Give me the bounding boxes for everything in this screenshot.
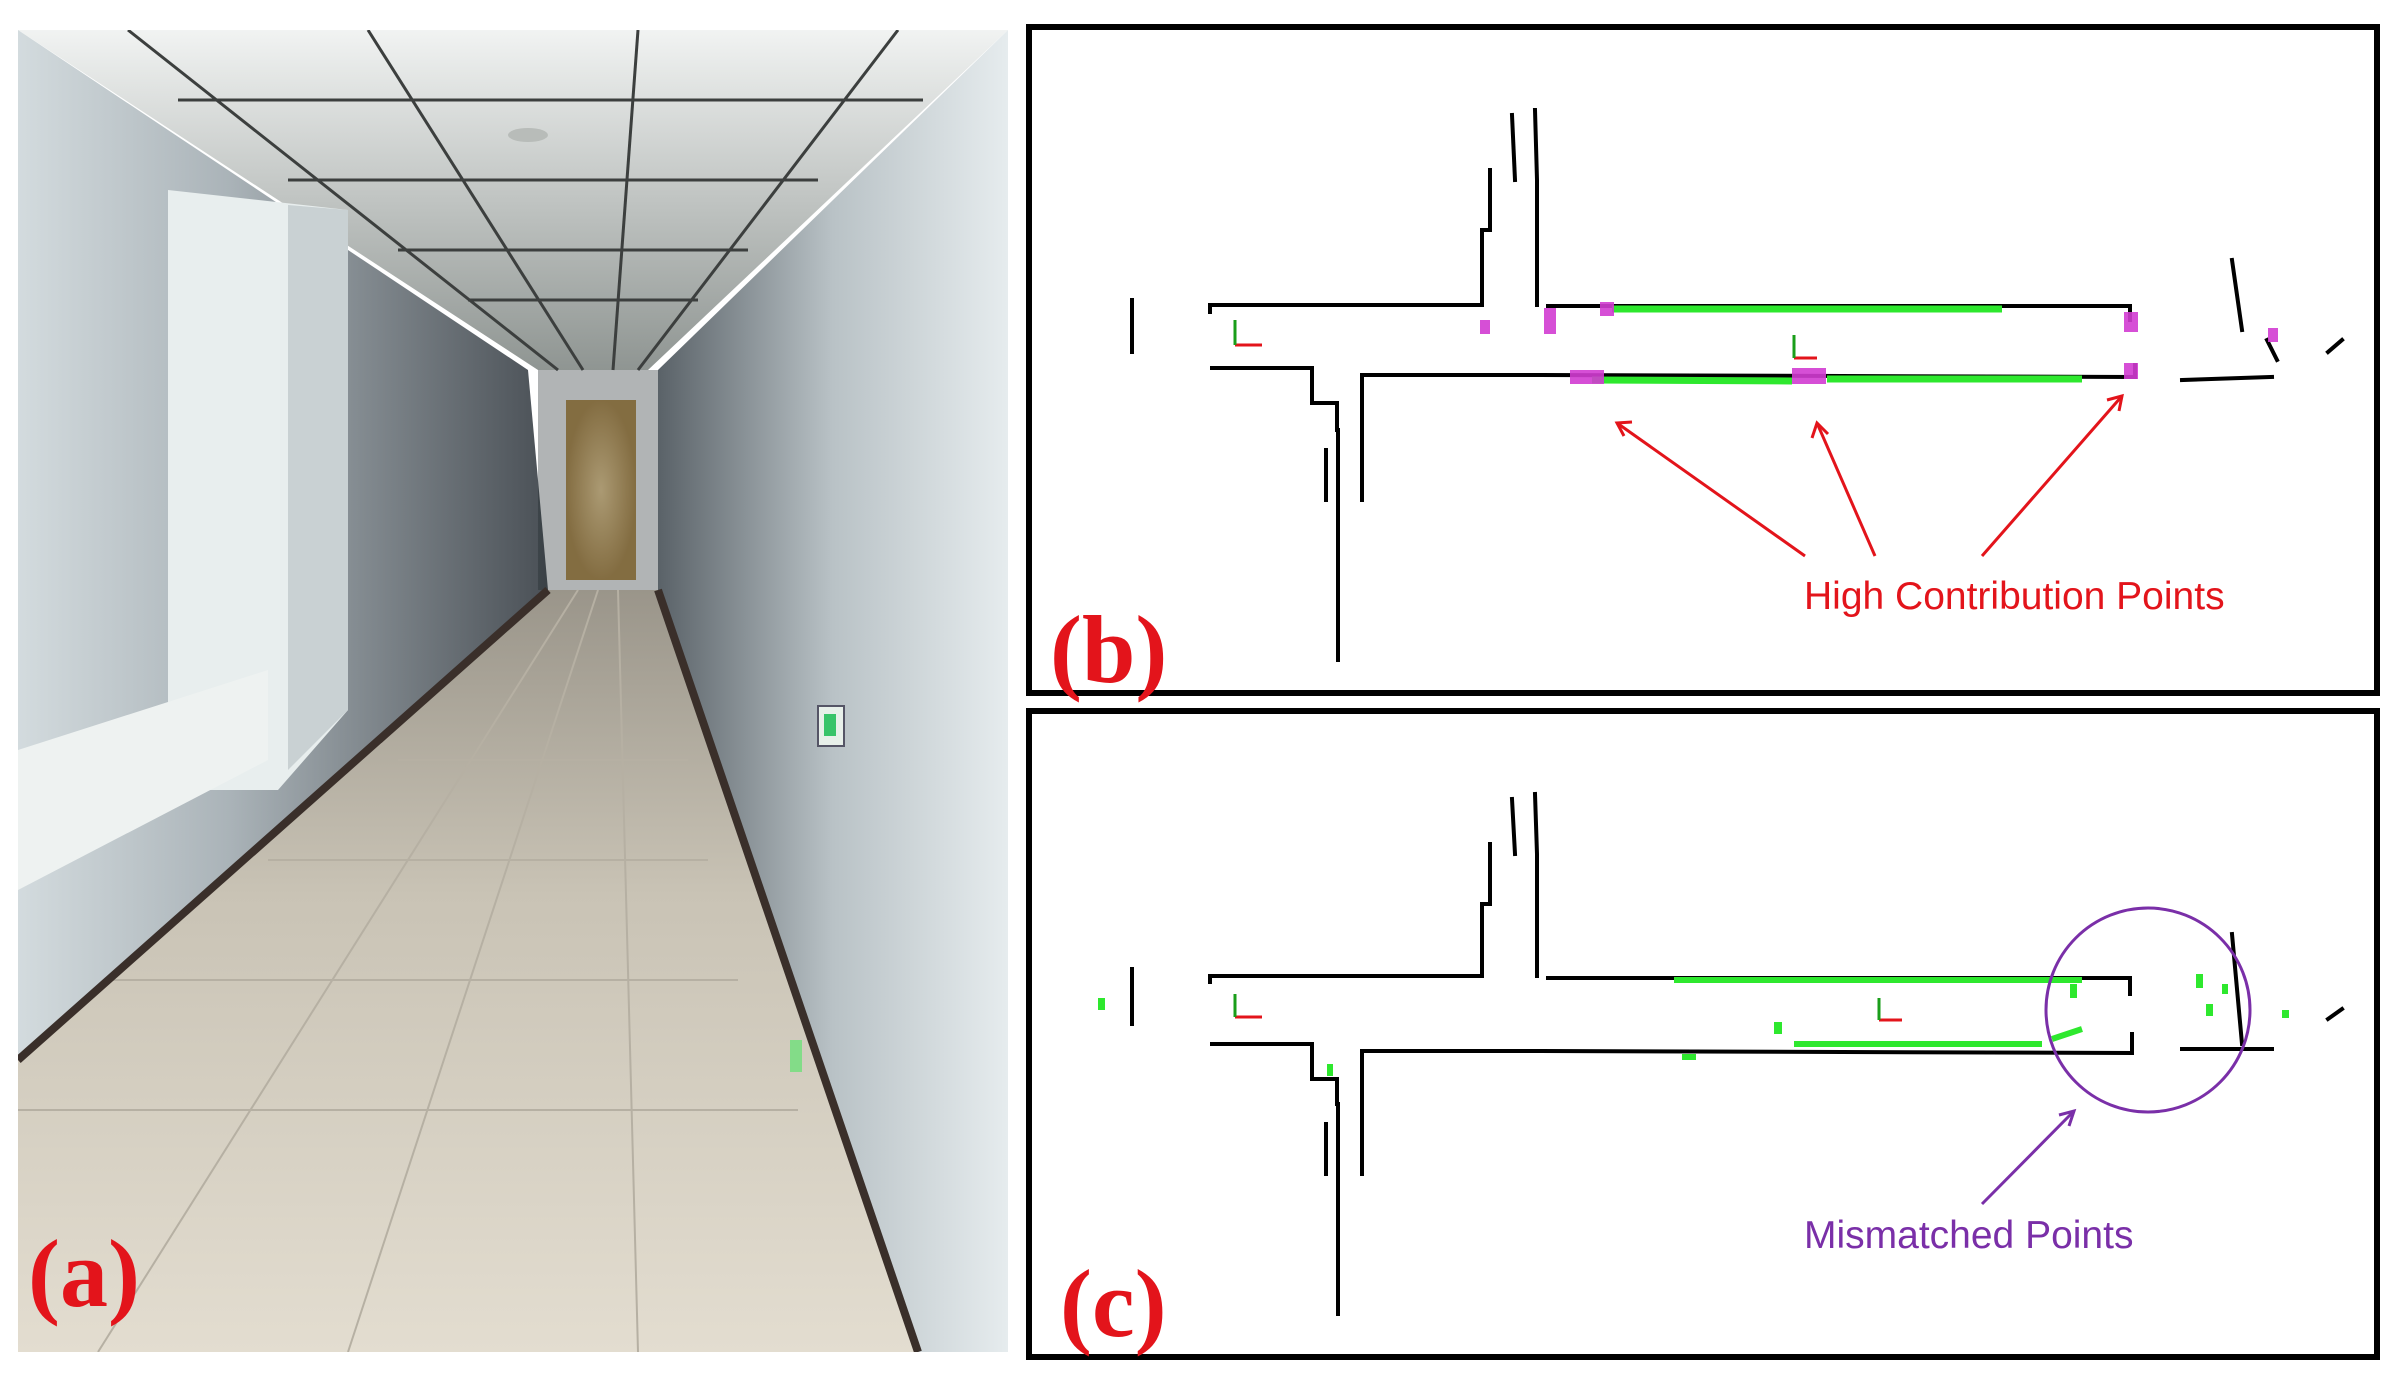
mismatched-label: Mismatched Points — [1804, 1214, 2134, 1257]
panel-label-b: (b) — [1050, 596, 1168, 703]
map-b-svg — [1130, 107, 2345, 662]
panel-label-a: (a) — [28, 1220, 140, 1327]
high-contribution-arrows — [1614, 393, 2124, 558]
corridor-photo: (a) — [18, 30, 1008, 1352]
mismatch-arrow — [1980, 1108, 2077, 1206]
panel-label-c: (c) — [1060, 1250, 1167, 1357]
panel-b-map: High Contribution Points (b) — [1026, 24, 2380, 703]
high-contribution-label: High Contribution Points — [1804, 575, 2225, 618]
panel-c-map: Mismatched Points (c) — [1026, 708, 2380, 1360]
map-walls-c — [1130, 791, 2345, 1316]
mismatch-circle — [2044, 906, 2252, 1114]
map-c-svg — [1098, 791, 2345, 1316]
corridor-photo-image — [18, 30, 1008, 1352]
